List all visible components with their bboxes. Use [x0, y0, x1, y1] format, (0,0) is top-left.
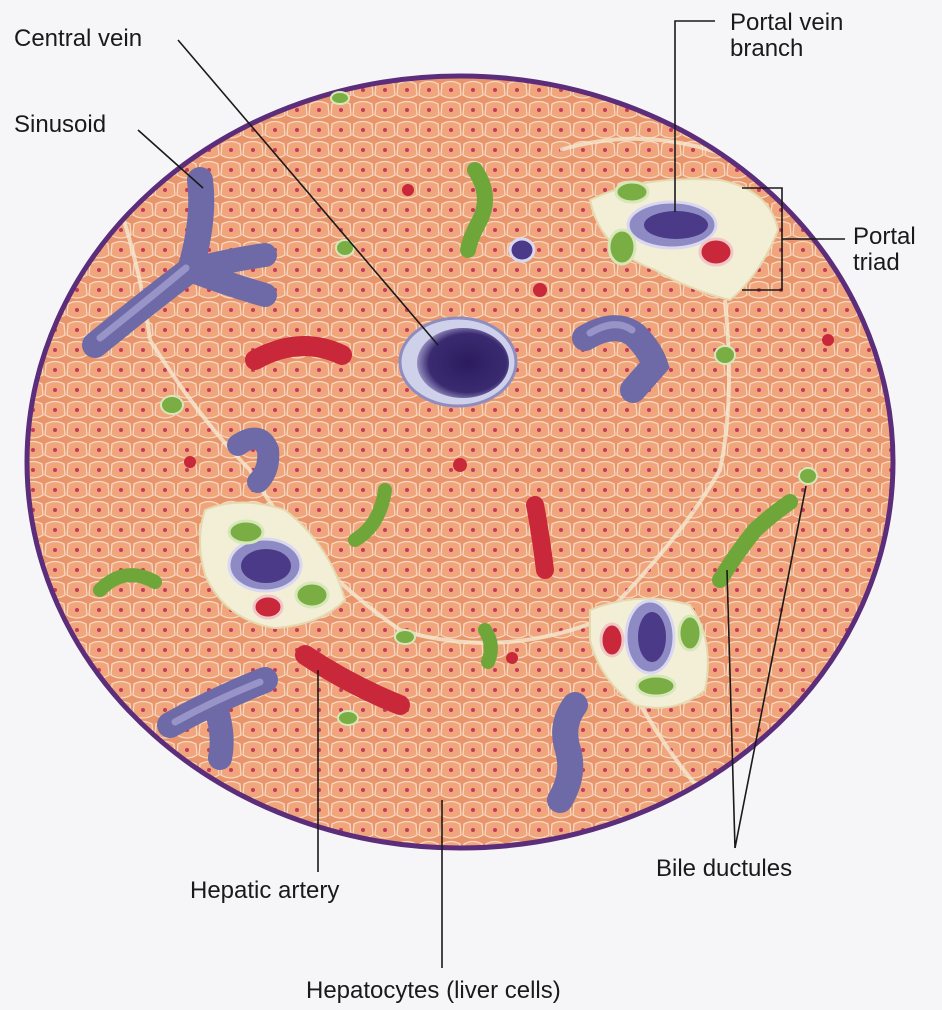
bile-ductule	[485, 630, 491, 662]
label-hepatic-artery: Hepatic artery	[190, 878, 339, 904]
label-portal-vein-branch-line2: branch	[730, 36, 843, 62]
bile-ductule-section	[331, 92, 349, 104]
bile-ductule	[637, 676, 675, 696]
portal-vein-lumen	[644, 211, 708, 239]
sinusoid	[560, 705, 575, 800]
bile-ductule-section	[799, 468, 817, 484]
label-hepatocytes: Hepatocytes (liver cells)	[306, 978, 561, 1004]
label-portal-vein-branch-line1: Portal vein	[730, 10, 843, 36]
bile-ductule	[616, 182, 648, 202]
hepatic-artery-branch	[700, 239, 732, 265]
hepatic-artery-branch	[254, 596, 282, 618]
hepatic-artery-branch	[601, 624, 623, 656]
central-vein	[400, 318, 516, 406]
hepatic-artery-section	[822, 334, 834, 346]
hepatic-artery-section	[533, 283, 547, 297]
bile-ductule-section	[715, 346, 735, 364]
hepatic-artery-section	[402, 184, 414, 196]
bile-ductule-section	[338, 711, 358, 725]
bile-ductule	[679, 616, 701, 650]
bile-ductule	[609, 230, 635, 264]
small-vein-section	[510, 239, 534, 261]
hepatic-artery-section	[506, 652, 518, 664]
label-portal-vein-branch: Portal vein branch	[730, 10, 843, 62]
label-portal-triad-line2: triad	[853, 250, 916, 276]
label-bile-ductules: Bile ductules	[656, 856, 792, 882]
bile-ductule-section	[395, 630, 415, 644]
label-sinusoid: Sinusoid	[14, 112, 106, 138]
hepatic-artery-section	[184, 456, 196, 468]
bile-ductule-section	[161, 396, 183, 414]
bile-ductule	[296, 583, 328, 607]
hepatic-artery-section	[453, 458, 467, 472]
label-central-vein: Central vein	[14, 26, 142, 52]
label-portal-triad: Portal triad	[853, 224, 916, 276]
label-portal-triad-line1: Portal	[853, 224, 916, 250]
hepatic-artery	[535, 505, 545, 570]
bile-ductule	[229, 521, 263, 543]
